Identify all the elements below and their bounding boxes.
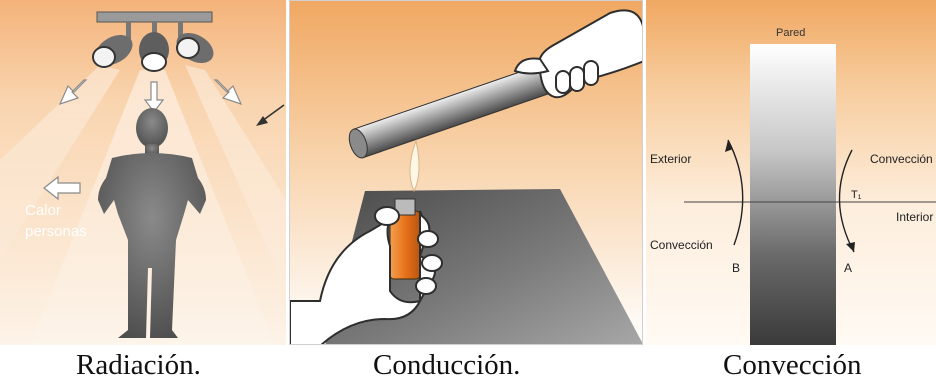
pointer-arrow-icon xyxy=(256,116,268,126)
radiation-illustration: Calor personas xyxy=(0,11,286,345)
conduction-illustration xyxy=(290,1,642,344)
arrow-down-right-icon xyxy=(213,79,243,105)
arrow-down-right-icon xyxy=(846,242,855,252)
wall-label: Pared xyxy=(776,27,805,39)
heat-label-line1: Calor xyxy=(25,202,61,219)
interior-label: Interior xyxy=(896,210,933,224)
heat-label-line2: personas xyxy=(25,223,87,240)
convection-illustration: Pared Exterior Convección T₁ Interior Co… xyxy=(650,27,936,345)
convection-caption: Convección xyxy=(723,349,862,381)
exterior-label: Exterior xyxy=(650,152,691,166)
lamp-stem-left xyxy=(126,22,131,40)
spotlight-left-icon xyxy=(92,34,133,68)
arrow-down-left-icon xyxy=(58,79,88,105)
conduction-panel xyxy=(289,0,643,345)
t1-label: T₁ xyxy=(851,189,862,201)
convection-curve-right xyxy=(838,149,855,253)
pointer-line xyxy=(261,104,285,122)
convection-curve-left xyxy=(727,139,744,246)
convection-panel: Pared Exterior Convección T₁ Interior Co… xyxy=(646,0,936,345)
radiation-panel: Calor personas xyxy=(0,0,286,345)
convection-right-label: Convección xyxy=(870,152,933,166)
spotlight-right-icon xyxy=(176,32,214,64)
ceiling-rail xyxy=(96,11,213,23)
light-beam-right xyxy=(185,65,286,290)
lamp-stem-right xyxy=(178,22,183,40)
arrow-left-icon xyxy=(43,175,81,201)
light-beam-left xyxy=(0,65,120,260)
person-silhouette xyxy=(98,108,206,338)
spotlight-center-icon xyxy=(139,32,169,72)
radiation-caption: Radiación. xyxy=(76,349,201,381)
arrow-down-icon xyxy=(143,81,165,113)
lamp-stem-center xyxy=(152,22,157,40)
arrow-up-left-icon xyxy=(725,140,733,152)
flame-icon xyxy=(409,139,420,193)
convection-left-label: Convección xyxy=(650,238,713,252)
conduction-caption: Conducción. xyxy=(373,349,521,381)
hand-holding-rod xyxy=(513,9,642,99)
a-label: A xyxy=(844,261,852,275)
wall xyxy=(750,44,836,345)
hand-holding-lighter xyxy=(290,198,443,344)
b-label: B xyxy=(732,261,740,275)
